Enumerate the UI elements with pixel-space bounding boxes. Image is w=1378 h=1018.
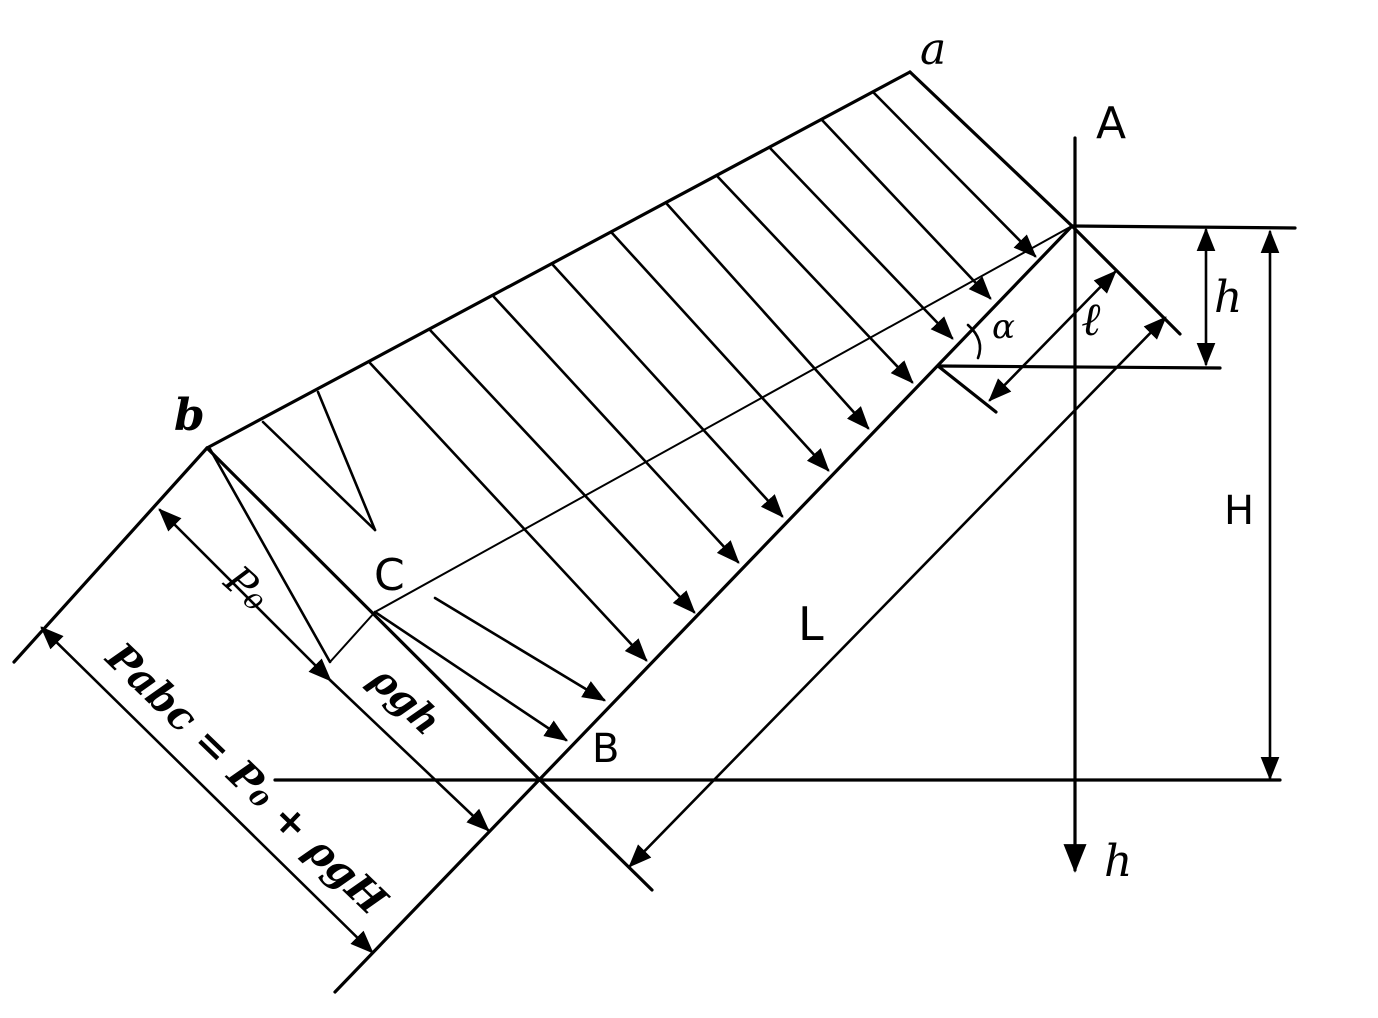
pressure-edge-b <box>12 446 209 664</box>
label-L: L <box>798 597 824 651</box>
horizontal-h <box>936 364 1222 370</box>
pressure-edge-a <box>908 70 1074 228</box>
line-C-down <box>329 611 376 663</box>
label-h-axis: h <box>1104 836 1132 887</box>
L-dimension <box>628 316 1167 868</box>
label-rhogh: ρgh <box>361 655 450 743</box>
label-C: C <box>374 550 405 601</box>
line-B-perp <box>538 778 654 892</box>
inclined-wall <box>333 224 1074 994</box>
alpha-arc <box>966 323 982 360</box>
horizontal-A <box>1070 224 1297 230</box>
label-p0: P₀ <box>215 557 278 621</box>
label-B: B <box>592 726 619 772</box>
perp-A <box>1070 224 1182 336</box>
label-b: b <box>174 390 205 441</box>
label-l: ℓ <box>1082 292 1102 346</box>
label-A: A <box>1096 98 1126 149</box>
line-C-A <box>374 225 1073 613</box>
label-alpha: α <box>992 307 1015 347</box>
perp-h <box>936 364 998 414</box>
pressure-top-edge <box>205 70 912 450</box>
label-h-small: h <box>1214 272 1242 323</box>
pabs-dimension <box>40 626 374 954</box>
label-a: a <box>920 24 946 75</box>
label-H: H <box>1224 488 1254 534</box>
pressure-arrows <box>208 90 1037 742</box>
pressure-bottom-edge <box>205 446 542 782</box>
